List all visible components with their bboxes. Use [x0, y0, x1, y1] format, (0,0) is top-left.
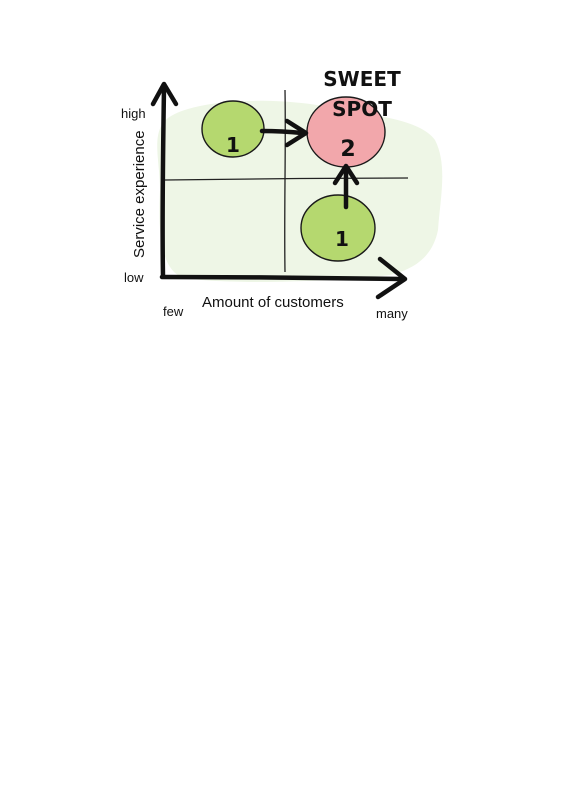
x-axis-few-label: few: [163, 304, 184, 319]
sweet-spot-title-line1: SWEET: [323, 67, 401, 91]
arrow-up: [332, 163, 360, 210]
arrow-right: [259, 118, 309, 148]
x-axis: [159, 256, 408, 300]
y-axis: [150, 81, 179, 279]
node-bottom-right: [300, 194, 376, 262]
node-label: 2: [340, 137, 355, 162]
node-label: 1: [226, 133, 240, 157]
node-label: 1: [335, 227, 349, 251]
y-axis-low-label: low: [124, 270, 144, 285]
vertical-divider: [284, 89, 286, 273]
y-axis-title: Service experience: [131, 130, 148, 258]
y-axis-high-label: high: [121, 106, 146, 121]
horizontal-divider: [164, 177, 409, 181]
sweet-spot-title-line2: SPOT: [332, 97, 392, 121]
x-axis-many-label: many: [376, 306, 408, 321]
x-axis-title: Amount of customers: [202, 294, 344, 311]
